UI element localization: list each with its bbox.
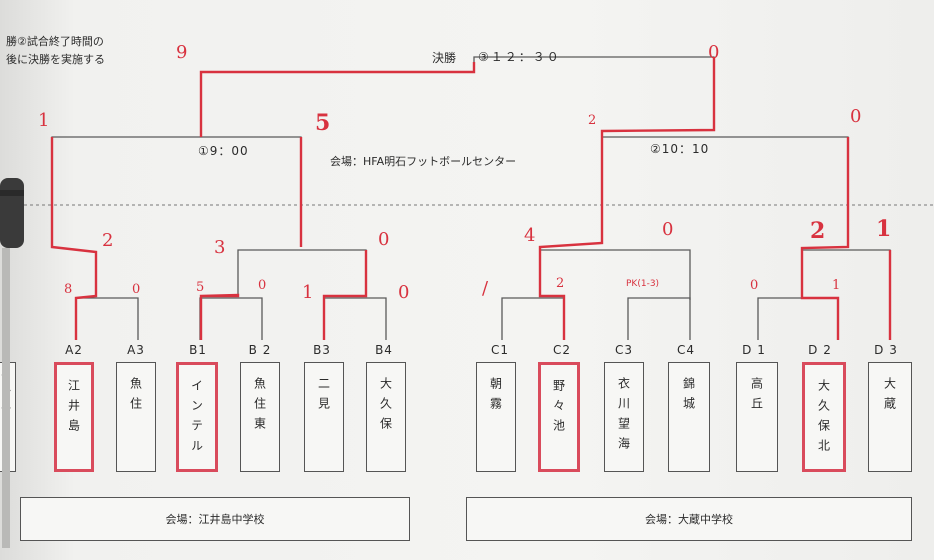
semi-left-bottom-score: 5 (315, 110, 331, 136)
team-box: 衣川望海 (604, 362, 644, 472)
r1-score-d1: 0 (750, 278, 759, 293)
r2-score-b: 3 (214, 237, 226, 258)
black-bracket (51, 56, 891, 340)
r1-score-c2: 2 (556, 276, 565, 291)
team-name: 二見 (316, 377, 331, 417)
r1-score-b4: 0 (398, 282, 410, 303)
team-name: 衣川望海 (616, 377, 631, 457)
team-code: C3 (614, 343, 633, 357)
final-label: 決勝 (432, 51, 457, 65)
venue-right-text: 会場：大蔵中学校 (645, 513, 733, 526)
team-code: C2 (552, 343, 571, 357)
r1-score-b1: 5 (196, 280, 205, 295)
team-code: C4 (676, 343, 695, 357)
team-code: B3 (313, 343, 331, 357)
semifinal-left-time: ①9：00 (198, 144, 249, 158)
team-name: 錦城 (681, 377, 696, 417)
venue-left: 会場：江井島中学校 (20, 497, 410, 541)
team-box: 大久保北 (802, 362, 846, 472)
r1-score-b3: 1 (302, 282, 314, 303)
team-name: 大久保 (378, 377, 393, 437)
binder-clip (0, 178, 24, 548)
team-code: A2 (65, 343, 83, 357)
team-code: B4 (375, 343, 393, 357)
team-code: A3 (127, 343, 145, 357)
r2-score-g: 1 (876, 216, 892, 242)
semi-right-top-score: 2 (588, 113, 597, 128)
final-score-left: 9 (176, 42, 188, 63)
venue-right: 会場：大蔵中学校 (466, 497, 912, 541)
team-box: 魚住 (116, 362, 156, 472)
team-box: 二見 (304, 362, 344, 472)
team-code: B 2 (248, 343, 272, 357)
team-box: 錦城 (668, 362, 710, 472)
r2-score-a: 2 (102, 230, 114, 251)
r1-score-b2: 0 (258, 278, 267, 293)
r1-score-c3-pk: PK(1-3) (626, 279, 660, 289)
note-line-2: 後に決勝を実施する (6, 53, 105, 66)
r1-score-a2: 8 (64, 282, 73, 297)
team-name: 魚住東 (252, 377, 267, 437)
team-code: D 3 (874, 343, 898, 357)
team-name: 魚住 (128, 377, 143, 417)
semifinal-right-time: ②10：10 (650, 142, 710, 156)
team-box: インテル (176, 362, 218, 472)
team-code: B1 (189, 343, 207, 357)
semi-left-top-score: 1 (38, 110, 50, 131)
final-time: ③１２：３０ (478, 50, 561, 64)
r2-score-f: 2 (810, 218, 826, 244)
team-name: 高丘 (749, 377, 764, 417)
note-line-1: 勝②試合終了時間の (6, 35, 104, 48)
team-code: D 2 (808, 343, 832, 357)
team-name: 野々池 (551, 379, 566, 439)
final-score-right: 0 (708, 42, 720, 63)
team-code: D 1 (742, 343, 766, 357)
team-name: インテル (189, 379, 204, 459)
r2-score-d: 4 (524, 225, 536, 246)
r1-score-d2: 1 (832, 278, 841, 293)
semi-right-bottom-score: 0 (850, 106, 862, 127)
team-name: 江井島 (66, 379, 81, 439)
red-winner-path (50, 57, 892, 340)
r1-score-c1: / (482, 278, 489, 299)
team-name: 大久保北 (816, 379, 831, 459)
team-box: 魚住東 (240, 362, 280, 472)
r2-score-c: 0 (378, 229, 390, 250)
team-box: 大久保 (366, 362, 406, 472)
venue-left-text: 会場：江井島中学校 (165, 513, 265, 526)
semifinal-venue: 会場：HFA明石フットボールセンター (330, 155, 517, 168)
team-box: 江井島 (54, 362, 94, 472)
r2-score-e: 0 (662, 219, 674, 240)
team-code: C1 (490, 343, 509, 357)
r1-score-a3: 0 (132, 282, 141, 297)
team-name: 大蔵 (882, 377, 897, 417)
team-box: 高丘 (736, 362, 778, 472)
team-box: 野々池 (538, 362, 580, 472)
team-box: 朝霧 (476, 362, 516, 472)
team-box: 大蔵 (868, 362, 912, 472)
team-name: 朝霧 (488, 377, 503, 417)
